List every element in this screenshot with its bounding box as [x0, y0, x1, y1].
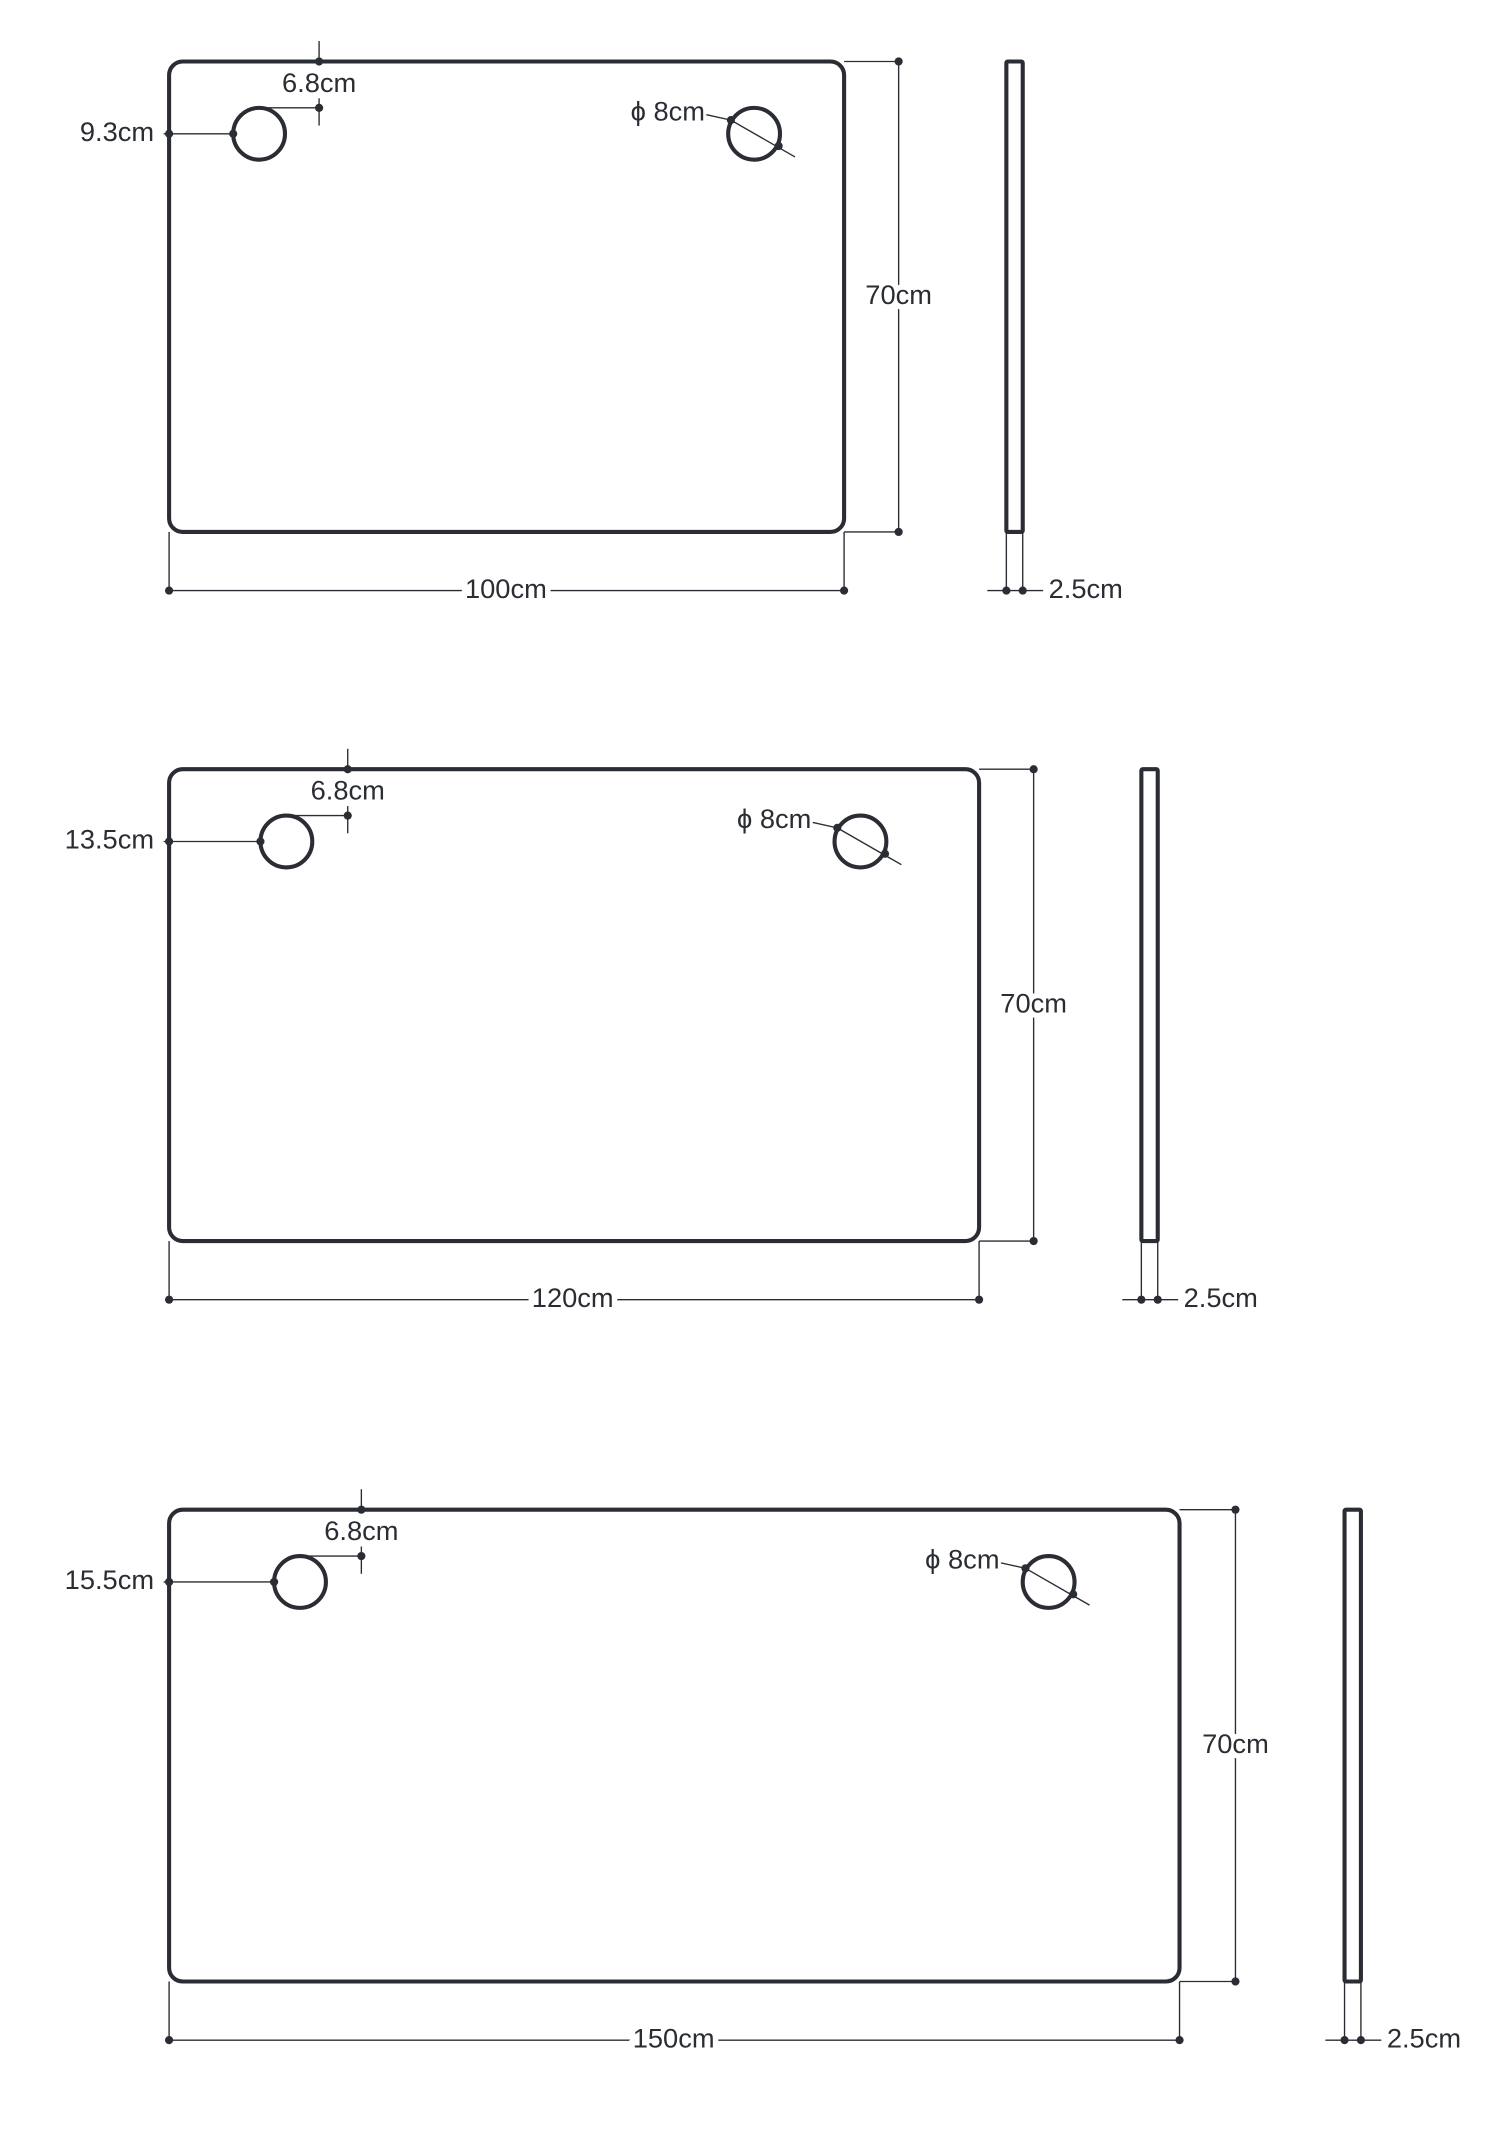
hole-offset-y-label: 9.3cm: [80, 116, 154, 147]
dimension-endpoint: [774, 141, 783, 151]
dimension-endpoint: [229, 129, 238, 138]
desktop-drawing: 6.8cm 9.3cm ϕ 8cm 70cm 100cm 2.5cm: [80, 41, 1123, 609]
width-label: 100cm: [465, 573, 547, 604]
dimension-endpoint: [894, 57, 903, 66]
desktop-drawing: 6.8cm 15.5cm ϕ 8cm 70cm 150cm 2.5cm: [65, 1489, 1461, 2059]
desktop-outline: [167, 767, 982, 1244]
desktop-side-view: [1004, 59, 1025, 534]
dimension-line: [812, 821, 838, 829]
hole-offset-y-label: 13.5cm: [65, 824, 154, 855]
dimension-endpoint: [1137, 1295, 1146, 1304]
height-label: 70cm: [1000, 987, 1067, 1018]
dimension-endpoint: [1029, 765, 1038, 774]
dimension-line: [1000, 1562, 1026, 1569]
dimension-endpoint: [1231, 1977, 1240, 1986]
height-label: 70cm: [1202, 1728, 1269, 1759]
dimension-endpoint: [1021, 1564, 1030, 1573]
dimension-endpoint: [165, 586, 174, 595]
thickness-label: 2.5cm: [1184, 1282, 1258, 1313]
dimension-endpoint: [1153, 1295, 1162, 1304]
dimension-endpoint: [1231, 1505, 1240, 1514]
dimension-line: [730, 119, 796, 158]
cable-hole-right: [1020, 1554, 1077, 1610]
desktop-side-view: [1139, 767, 1160, 1244]
dimension-endpoint: [165, 837, 174, 846]
hole-diameter-label: ϕ 8cm: [631, 96, 705, 127]
dimension-line: [836, 827, 902, 866]
hole-diameter-label: ϕ 8cm: [925, 1544, 999, 1575]
cable-hole-right: [726, 105, 783, 162]
dimension-endpoint: [1029, 1236, 1038, 1246]
dimension-endpoint: [1340, 2036, 1349, 2045]
hole-diameter-label: ϕ 8cm: [737, 803, 811, 834]
dimension-line: [706, 114, 732, 121]
dimension-endpoint: [256, 837, 265, 846]
dimension-endpoint: [1018, 586, 1027, 595]
desktop-outline: [167, 59, 847, 534]
cable-hole-right: [832, 813, 889, 870]
dimension-endpoint: [165, 2036, 174, 2045]
dimension-endpoint: [1069, 1590, 1078, 1599]
dimension-endpoint: [726, 116, 735, 125]
hole-offset-x-label: 6.8cm: [282, 67, 356, 98]
dimension-endpoint: [840, 586, 849, 595]
dimension-endpoint: [270, 1577, 279, 1587]
dimension-endpoint: [315, 57, 324, 66]
hole-offset-x-label: 6.8cm: [311, 775, 385, 806]
dimension-endpoint: [1002, 586, 1011, 595]
dimension-line: [1025, 1567, 1090, 1606]
dimension-endpoint: [880, 849, 890, 858]
hole-offset-x-label: 6.8cm: [324, 1515, 398, 1546]
desktop-drawing: 6.8cm 13.5cm ϕ 8cm 70cm 120cm 2.5cm: [65, 748, 1258, 1318]
height-label: 70cm: [865, 279, 932, 310]
hole-offset-y-label: 15.5cm: [65, 1564, 154, 1595]
dimension-endpoint: [357, 1505, 366, 1514]
dimension-endpoint: [165, 1295, 174, 1304]
desktop-outline: [167, 1507, 1182, 1984]
dimension-endpoint: [975, 1295, 984, 1304]
cable-hole-left: [258, 813, 315, 870]
dimension-endpoint: [315, 103, 324, 112]
dimension-endpoint: [343, 811, 352, 820]
dimension-endpoint: [343, 765, 352, 774]
dimension-endpoint: [1356, 2036, 1365, 2045]
dimension-endpoint: [894, 527, 903, 537]
desktop-side-view: [1342, 1507, 1363, 1984]
dimension-endpoint: [357, 1551, 366, 1561]
dimension-endpoint: [165, 1577, 174, 1587]
width-label: 120cm: [532, 1282, 614, 1313]
cable-hole-left: [272, 1554, 328, 1610]
thickness-label: 2.5cm: [1049, 573, 1123, 604]
dimension-endpoint: [833, 823, 842, 832]
dimension-endpoint: [165, 129, 174, 138]
dimension-endpoint: [1175, 2036, 1184, 2045]
width-label: 150cm: [633, 2022, 715, 2053]
cable-hole-left: [231, 105, 288, 162]
thickness-label: 2.5cm: [1387, 2022, 1461, 2053]
